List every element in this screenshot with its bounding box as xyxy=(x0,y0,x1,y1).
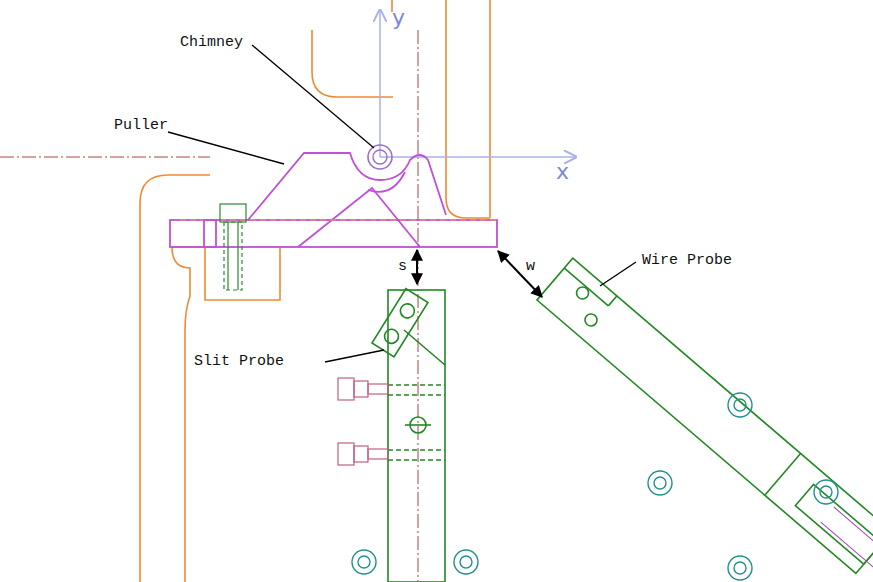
part-name: Slit Probe xyxy=(192,353,286,371)
center-line xyxy=(418,30,419,582)
slit-probe xyxy=(372,289,445,582)
center-line xyxy=(0,157,210,158)
wire-probe-rod xyxy=(821,507,873,582)
dimension-arrow xyxy=(416,250,418,284)
dimension-label: w xyxy=(524,258,537,276)
x-axis xyxy=(380,156,576,158)
leader-line xyxy=(168,45,636,362)
fitting xyxy=(338,378,388,465)
axis-label: x xyxy=(554,160,571,184)
y-axis xyxy=(379,10,381,157)
bolt xyxy=(220,204,246,290)
housing-outline xyxy=(140,0,490,582)
chimney-ring xyxy=(368,145,392,169)
chimney-ring xyxy=(373,150,387,164)
puller-part xyxy=(170,153,497,247)
part-name: Chimney xyxy=(178,34,245,52)
part-name: Wire Probe xyxy=(640,252,734,270)
wire-probe xyxy=(537,258,873,573)
screw-hole xyxy=(352,393,838,580)
part-name: Puller xyxy=(112,117,170,135)
axis-label: y xyxy=(390,6,407,30)
dimension-arrow xyxy=(498,251,542,297)
dimension-label: s xyxy=(396,258,409,276)
